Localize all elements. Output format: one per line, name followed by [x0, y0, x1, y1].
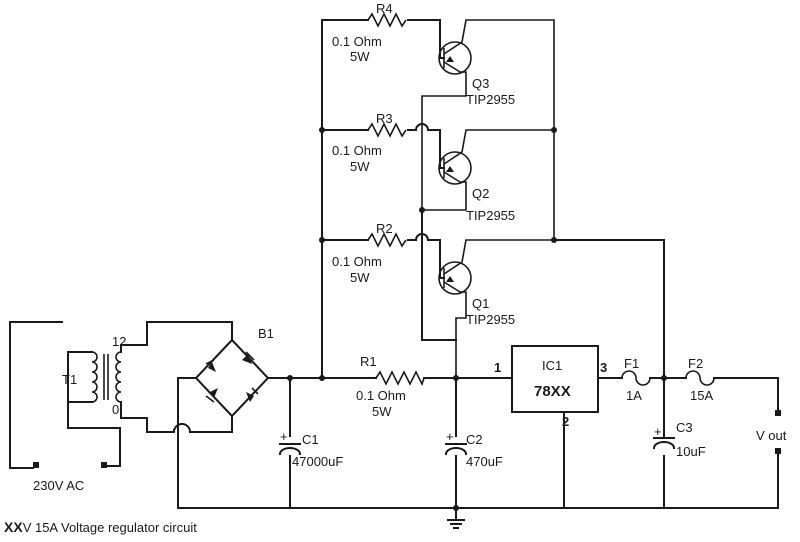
q1-part: TIP2955 — [466, 312, 515, 327]
c1-ref: C1 — [302, 432, 319, 447]
title-rest: V 15A Voltage regulator circuit — [23, 520, 198, 535]
q1-ref: Q1 — [472, 296, 489, 311]
r3-ref: R3 — [376, 111, 393, 126]
ic1-ref: IC1 — [542, 358, 562, 373]
f2-rating: 15A — [690, 388, 713, 403]
fuse-f2 — [685, 370, 779, 411]
transistor-q1 — [421, 209, 554, 378]
b1-label: B1 — [258, 326, 274, 341]
r2-power: 5W — [350, 270, 370, 285]
r1-power: 5W — [372, 404, 392, 419]
q2-part: TIP2955 — [466, 208, 515, 223]
r1-ref: R1 — [360, 354, 377, 369]
f1-ref: F1 — [624, 356, 639, 371]
r2-ref: R2 — [376, 221, 393, 236]
c3-ref: C3 — [676, 420, 693, 435]
q3-part: TIP2955 — [466, 92, 515, 107]
title-prefix: XX — [4, 519, 23, 535]
c2-plus: + — [446, 429, 454, 444]
r4-value: 0.1 Ohm — [332, 34, 382, 49]
capacitor-c2 — [444, 443, 468, 456]
transformer-t1 — [9, 321, 233, 469]
ic1-pin-out: 3 — [600, 360, 607, 375]
output-terminals — [775, 410, 781, 509]
resistor-r4 — [321, 12, 441, 45]
f1-rating: 1A — [626, 388, 642, 403]
capacitor-c1 — [278, 443, 302, 456]
c1-plus: + — [280, 429, 288, 444]
ac-input-label: 230V AC — [33, 478, 84, 493]
capacitor-c3 — [652, 437, 676, 450]
c2-value: 470uF — [466, 454, 503, 469]
q2-ref: Q2 — [472, 186, 489, 201]
t1-label: T1 — [62, 372, 77, 387]
c3-plus: + — [654, 424, 662, 439]
r3-value: 0.1 Ohm — [332, 143, 382, 158]
r3-power: 5W — [350, 159, 370, 174]
r4-ref: R4 — [376, 1, 393, 16]
r4-power: 5W — [350, 49, 370, 64]
q3-ref: Q3 — [472, 76, 489, 91]
c2-ref: C2 — [466, 432, 483, 447]
circuit-title: XXV 15A Voltage regulator circuit — [4, 519, 197, 535]
r2-value: 0.1 Ohm — [332, 254, 382, 269]
ic1-pin-in: 1 — [494, 360, 501, 375]
f2-ref: F2 — [688, 356, 703, 371]
rails — [177, 127, 779, 529]
ic1-pin-gnd: 2 — [562, 414, 569, 429]
resistor-r1 — [375, 370, 425, 387]
ic1-part: 78XX — [534, 383, 571, 400]
t1-tap-top: 12 — [112, 334, 126, 349]
collector-rail — [553, 239, 665, 379]
c1-value: 47000uF — [292, 454, 343, 469]
c3-value: 10uF — [676, 444, 706, 459]
transistor-q2 — [421, 129, 555, 240]
regulator-ic1 — [511, 345, 599, 413]
t1-tap-bottom: 0 — [112, 402, 119, 417]
resistor-r3 — [321, 122, 441, 155]
r1-value: 0.1 Ohm — [356, 388, 406, 403]
vout-label: V out — [756, 428, 787, 443]
bridge-rectifier-b1 — [172, 338, 291, 509]
fuse-f1 — [621, 370, 687, 386]
transistor-q3 — [421, 19, 555, 130]
